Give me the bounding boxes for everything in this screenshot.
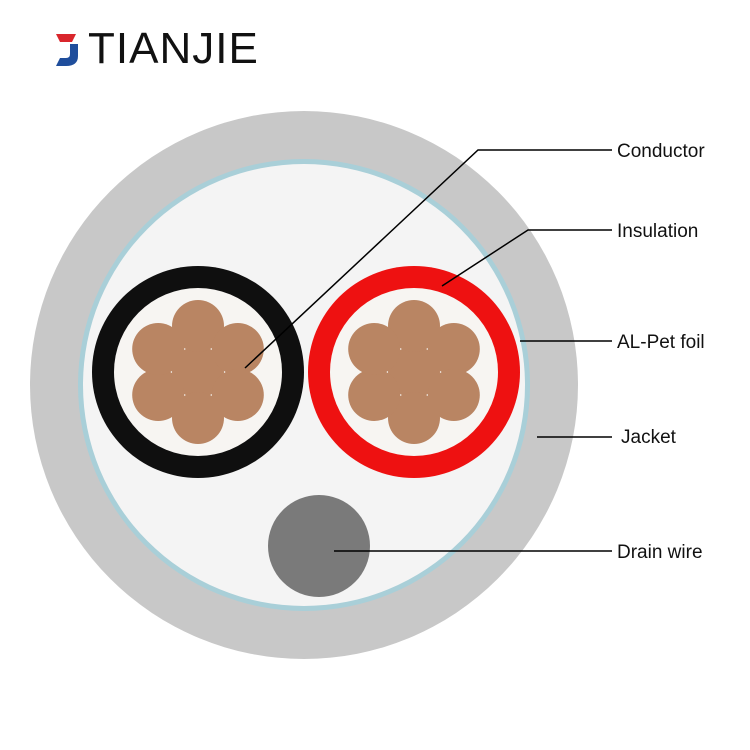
red-core bbox=[308, 266, 520, 478]
conductor-strands-red-core bbox=[348, 300, 480, 444]
conductor-strand bbox=[211, 369, 264, 421]
leader-line-conductor bbox=[244, 149, 612, 369]
callout-label-insulation: Insulation bbox=[617, 221, 698, 242]
conductor-strand bbox=[132, 323, 185, 375]
brand-logo: TIANJIE bbox=[56, 24, 259, 73]
conductor-strand bbox=[348, 323, 401, 375]
conductor-strand bbox=[132, 369, 185, 421]
leader-lines bbox=[244, 149, 612, 552]
conductor-strand bbox=[172, 392, 224, 444]
conductor-strand bbox=[348, 369, 401, 421]
tianjie-j-logo-icon bbox=[56, 34, 78, 66]
leader-line-insulation bbox=[441, 229, 612, 287]
callout-label-jacket: Jacket bbox=[621, 427, 677, 448]
callout-label-drain-wire: Drain wire bbox=[617, 542, 703, 563]
conductor-strand bbox=[211, 323, 264, 375]
callout-label-conductor: Conductor bbox=[617, 141, 705, 162]
callout-label-al-pet-foil: AL-Pet foil bbox=[617, 332, 705, 353]
conductor-strand bbox=[388, 300, 440, 352]
conductor-strand bbox=[427, 369, 480, 421]
conductor-strand bbox=[172, 300, 224, 352]
brand-name: TIANJIE bbox=[88, 24, 259, 73]
drain-wire bbox=[268, 495, 370, 597]
conductor-strand bbox=[427, 323, 480, 375]
black-core bbox=[92, 266, 304, 478]
conductor-strand-center bbox=[172, 346, 224, 398]
conductor-strands-black-core bbox=[132, 300, 264, 444]
conductor-strand bbox=[388, 392, 440, 444]
conductor-strand-center bbox=[388, 346, 440, 398]
